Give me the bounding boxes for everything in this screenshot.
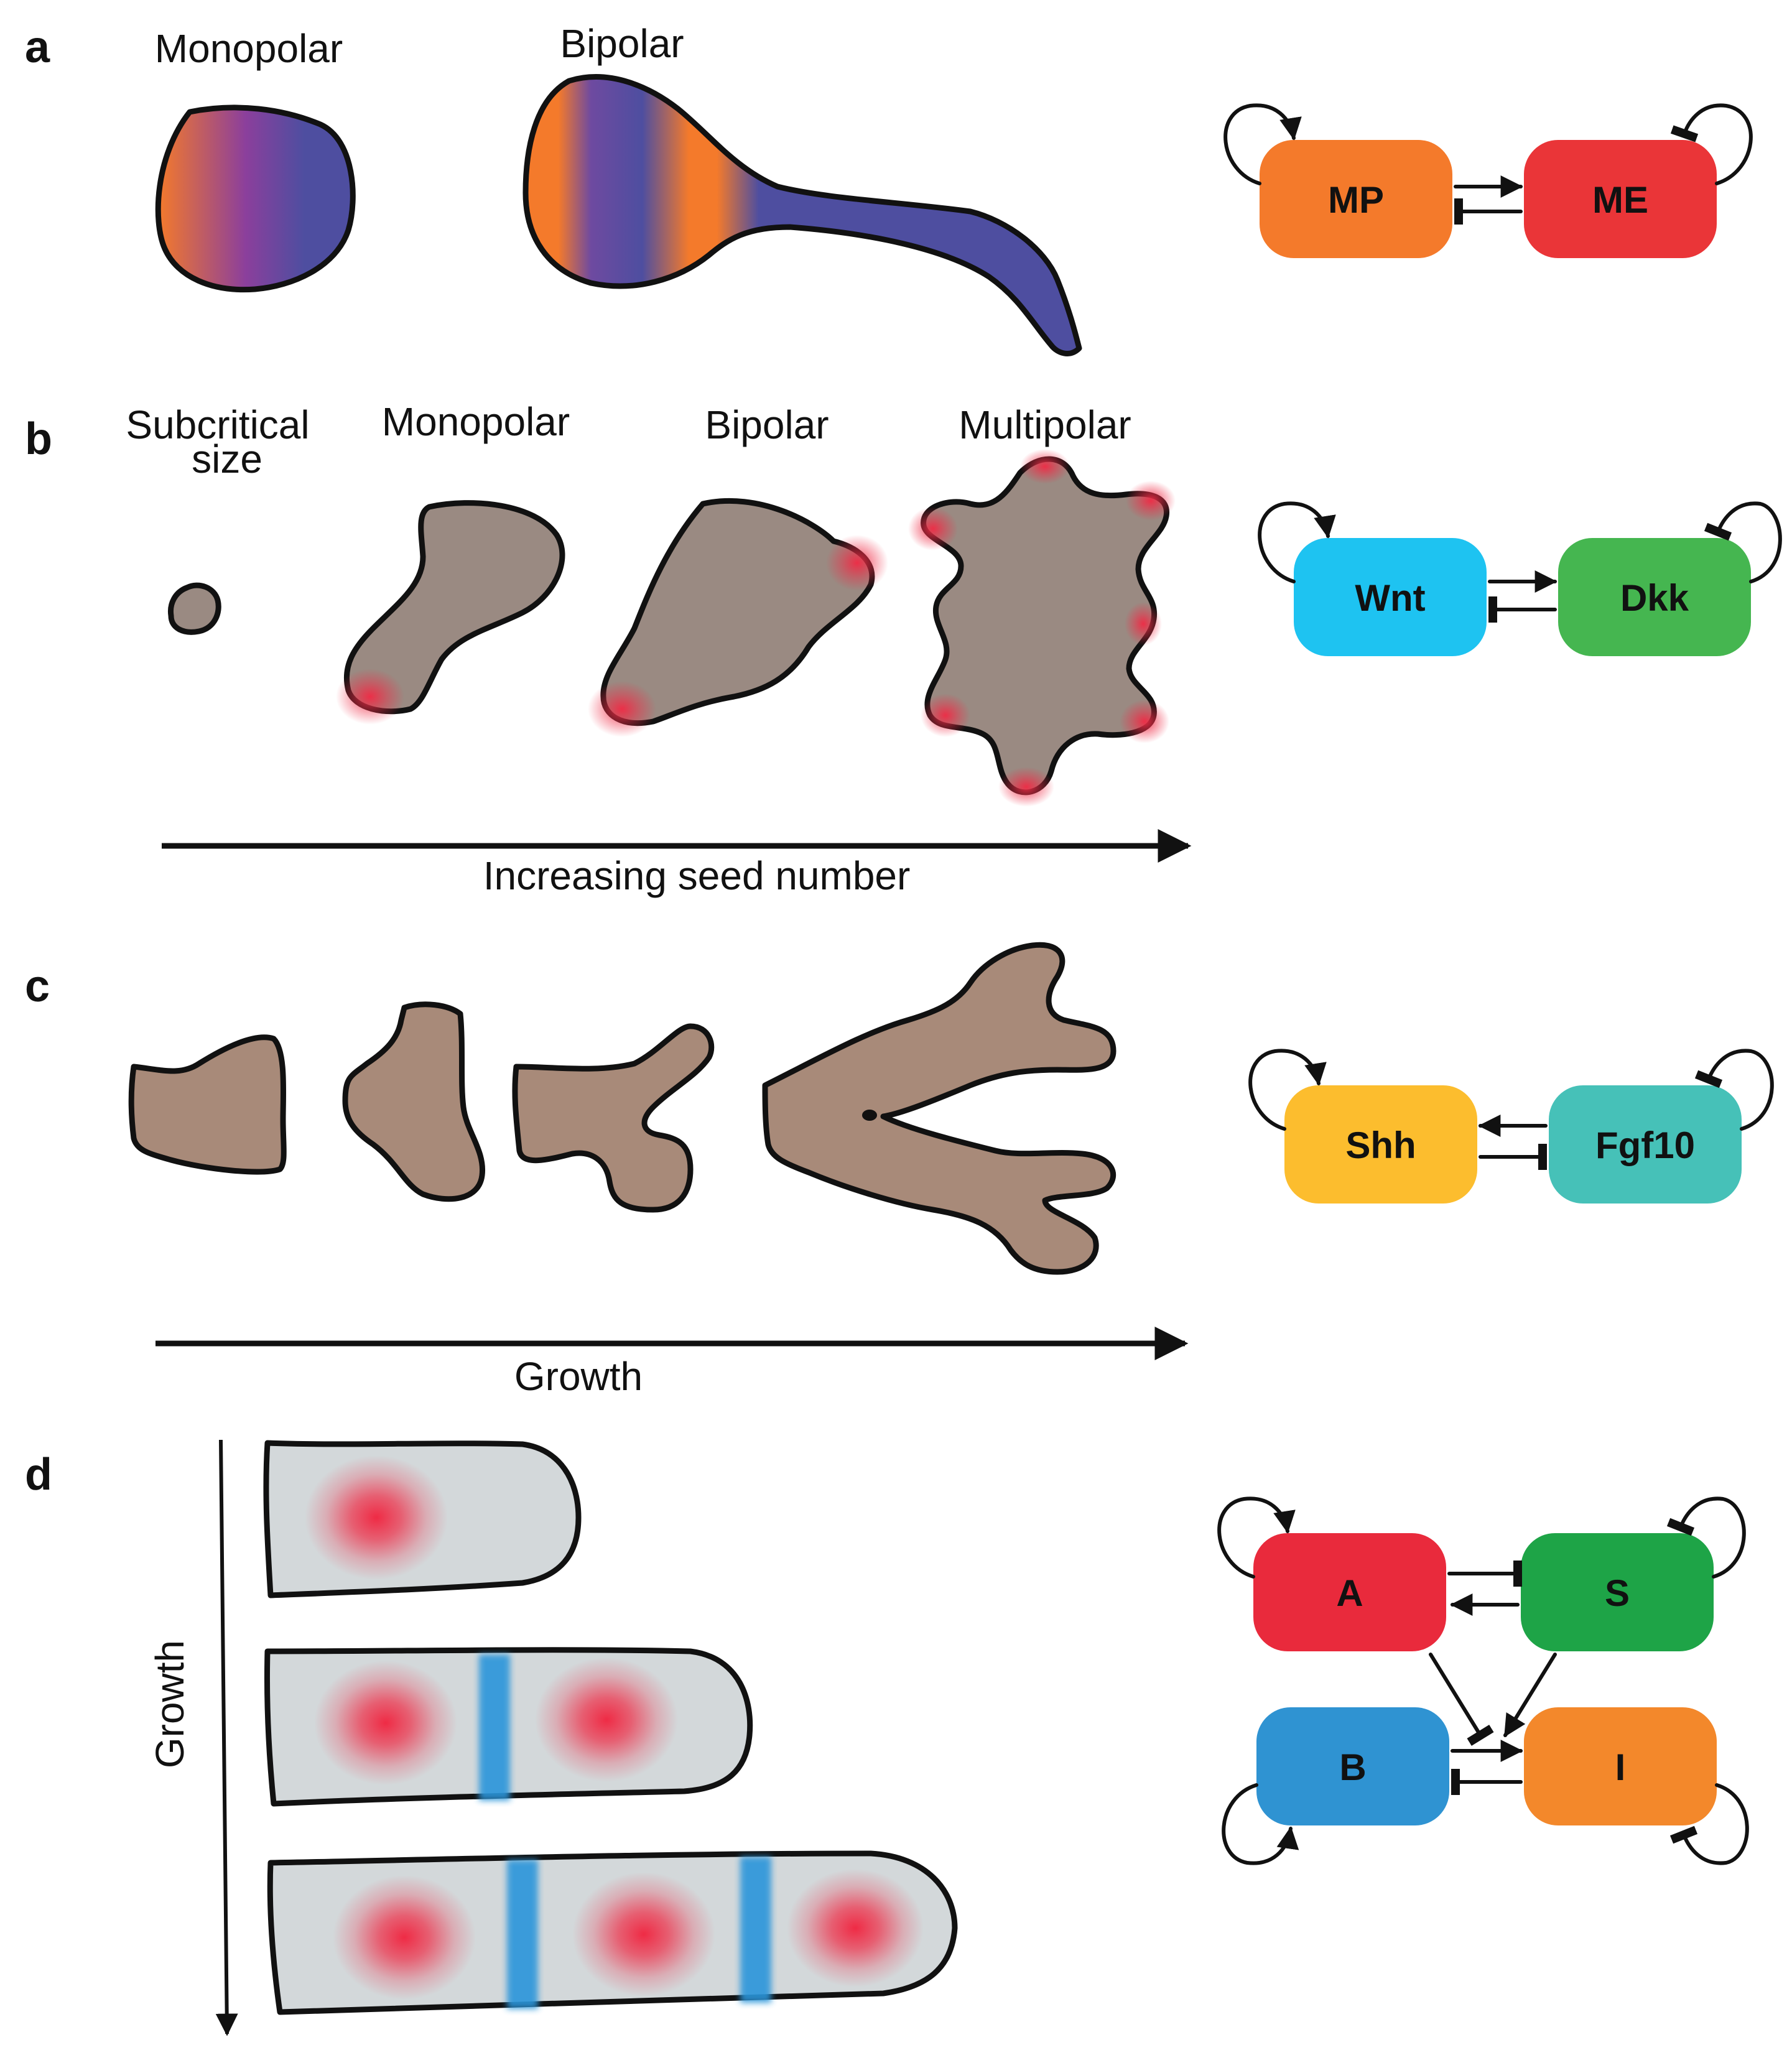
node-Dkk	[1558, 538, 1751, 656]
network-d: A S B I	[1217, 1496, 1749, 1865]
monopolar-cell	[155, 104, 356, 293]
growth-arrow-d	[215, 1439, 238, 2036]
panel-d-label: d	[25, 1450, 52, 1500]
growth-label-c: Growth	[514, 1354, 643, 1399]
self-loop-ME	[1670, 103, 1753, 185]
bud-stage-4	[762, 942, 1117, 1275]
bipolar-caption-a: Bipolar	[560, 21, 684, 66]
self-loop-Wnt	[1258, 501, 1336, 583]
subcritical-tissue	[167, 582, 221, 635]
subcritical-caption: Subcritical	[126, 402, 309, 447]
blue-stripe	[507, 1860, 538, 2009]
node-Wnt	[1294, 538, 1487, 656]
panel-b: b Subcritical size Monopolar Bipolar Mul…	[25, 399, 1782, 898]
node-MP-label: MP	[1328, 179, 1384, 221]
node-B-label: B	[1339, 1746, 1366, 1788]
edge-A-inhibits-I	[1429, 1653, 1494, 1746]
self-loop-Shh	[1248, 1049, 1327, 1131]
panel-c: c Growth Shh Fgf10	[25, 942, 1774, 1399]
node-Shh	[1284, 1085, 1477, 1204]
digit-stage-1	[263, 1440, 582, 1598]
node-A	[1253, 1533, 1446, 1651]
node-I	[1524, 1707, 1717, 1825]
self-loop-S	[1666, 1496, 1746, 1579]
panel-b-label: b	[25, 414, 52, 464]
monopolar-tissue	[336, 500, 565, 725]
digit-stage-2	[264, 1647, 753, 1807]
self-loop-B	[1222, 1783, 1299, 1865]
node-S	[1521, 1533, 1714, 1651]
multipolar-tissue	[908, 449, 1176, 807]
node-MP	[1260, 140, 1452, 258]
node-S-label: S	[1605, 1572, 1630, 1614]
self-loop-A	[1217, 1496, 1296, 1579]
self-loop-MP	[1223, 103, 1302, 185]
panel-d: d Growth A S B	[25, 1439, 1749, 2036]
size-caption: size	[192, 437, 262, 481]
growth-label-d: Growth	[147, 1640, 192, 1768]
self-loop-Fgf10	[1694, 1049, 1774, 1131]
bipolar-caption-b: Bipolar	[705, 402, 829, 447]
self-loop-I	[1669, 1783, 1749, 1865]
bud-stage-1	[128, 1034, 287, 1175]
panel-c-label: c	[25, 962, 50, 1011]
branch-point	[862, 1110, 877, 1121]
self-loop-Dkk	[1704, 501, 1782, 583]
node-I-label: I	[1615, 1746, 1626, 1788]
node-A-label: A	[1336, 1572, 1363, 1614]
node-Fgf10-label: Fgf10	[1595, 1125, 1695, 1166]
node-Wnt-label: Wnt	[1355, 577, 1425, 619]
seed-number-label: Increasing seed number	[483, 853, 911, 898]
network-a: MP ME	[1223, 103, 1753, 258]
node-Shh-label: Shh	[1345, 1125, 1416, 1166]
node-Dkk-label: Dkk	[1620, 577, 1689, 619]
bipolar-cell	[522, 74, 1082, 356]
monopolar-caption-a: Monopolar	[155, 26, 343, 71]
bipolar-tissue	[588, 498, 888, 737]
node-ME	[1524, 140, 1717, 258]
blue-stripe	[479, 1654, 510, 1801]
digit-stage-3	[267, 1850, 958, 2015]
bud-stage-3	[512, 1023, 715, 1213]
monopolar-caption-b: Monopolar	[382, 399, 570, 444]
node-B	[1256, 1707, 1449, 1825]
bud-stage-2	[342, 1001, 486, 1202]
panel-a: a Monopolar Bipolar MP ME	[25, 21, 1753, 356]
blue-stripe	[740, 1857, 771, 2003]
multipolar-caption: Multipolar	[959, 402, 1131, 447]
node-ME-label: ME	[1592, 179, 1648, 221]
node-Fgf10	[1549, 1085, 1742, 1204]
network-c: Shh Fgf10	[1248, 1049, 1774, 1204]
edge-S-activates-I	[1503, 1653, 1557, 1738]
panel-a-label: a	[25, 22, 50, 72]
network-b: Wnt Dkk	[1258, 501, 1782, 656]
